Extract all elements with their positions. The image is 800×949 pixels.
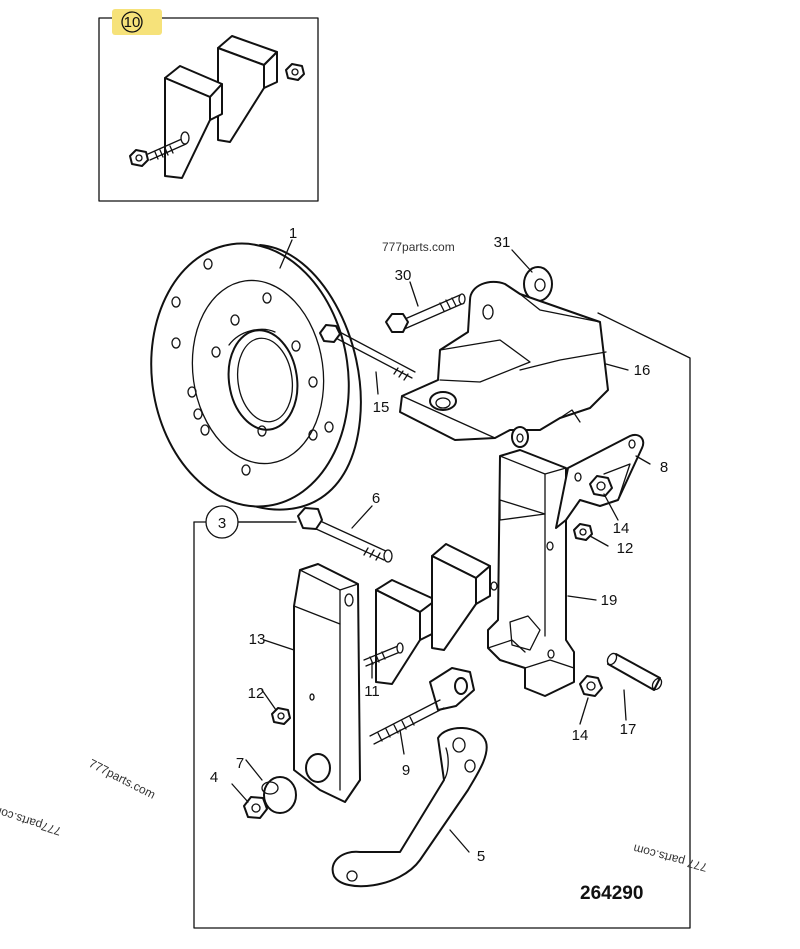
watermark-right-mirrored: 777 parts.com [632, 841, 709, 874]
watermark-top: 777parts.com [382, 240, 455, 254]
callout-30: 30 [395, 267, 412, 284]
callout-12-upper: 12 [617, 540, 634, 557]
callout-16: 16 [634, 362, 651, 379]
callout-5: 5 [477, 848, 485, 865]
bracket-16 [399, 280, 609, 448]
callout-7: 7 [236, 755, 244, 772]
long-bolt-15 [319, 324, 416, 381]
inset-bolt [147, 131, 190, 161]
callout-17: 17 [620, 721, 637, 738]
inset-rear-block [217, 35, 278, 143]
inset-label: 10 [124, 14, 141, 31]
drawing-number: 264290 [580, 883, 643, 904]
nut-12-lower [271, 707, 291, 725]
callout-14-lower: 14 [572, 727, 589, 744]
inset-front-block [164, 65, 223, 179]
inset-detail-10: 10 [98, 9, 319, 202]
upright-19 [487, 449, 575, 697]
watermark-left-rotated: 777parts.com [87, 756, 158, 801]
callout-3-circle [205, 505, 239, 539]
watermark-left-mirrored: 777parts.com [0, 803, 63, 839]
inset-nut-left [129, 149, 149, 167]
callout-13: 13 [249, 631, 266, 648]
arm-13 [293, 563, 361, 803]
callout-19: 19 [601, 592, 618, 609]
wedge-block-front [375, 579, 437, 685]
callout-4: 4 [210, 769, 218, 786]
nut-14-lower [579, 675, 603, 697]
bolt-30 [385, 293, 466, 333]
flange-bolt-holes [171, 258, 334, 476]
wedge-block-rear [431, 543, 498, 651]
link-arm-5 [331, 726, 488, 888]
callout-3: 3 [218, 515, 226, 532]
bolt-6 [297, 507, 393, 563]
callout-9: 9 [402, 762, 410, 779]
pin-17 [606, 652, 663, 691]
nut-12-upper [573, 523, 593, 541]
callout-15: 15 [373, 399, 390, 416]
inset-nut-right [285, 63, 305, 81]
leader-lines [231, 239, 651, 853]
nut-4 [243, 796, 268, 819]
callout-labels: 1 3 4 5 6 7 8 9 11 12 12 13 14 14 15 16 … [205, 225, 668, 865]
callout-6: 6 [372, 490, 380, 507]
callout-14-upper: 14 [613, 520, 630, 537]
flange-plate [150, 242, 362, 511]
callout-31: 31 [494, 234, 511, 251]
callout-1: 1 [289, 225, 297, 242]
nut-14-upper [589, 475, 613, 497]
callout-12-lower: 12 [248, 685, 265, 702]
clevis-rod-9 [369, 667, 475, 745]
callout-8: 8 [660, 459, 668, 476]
washer-7 [261, 776, 297, 814]
callout-11: 11 [364, 683, 380, 700]
stud-11 [363, 642, 404, 667]
